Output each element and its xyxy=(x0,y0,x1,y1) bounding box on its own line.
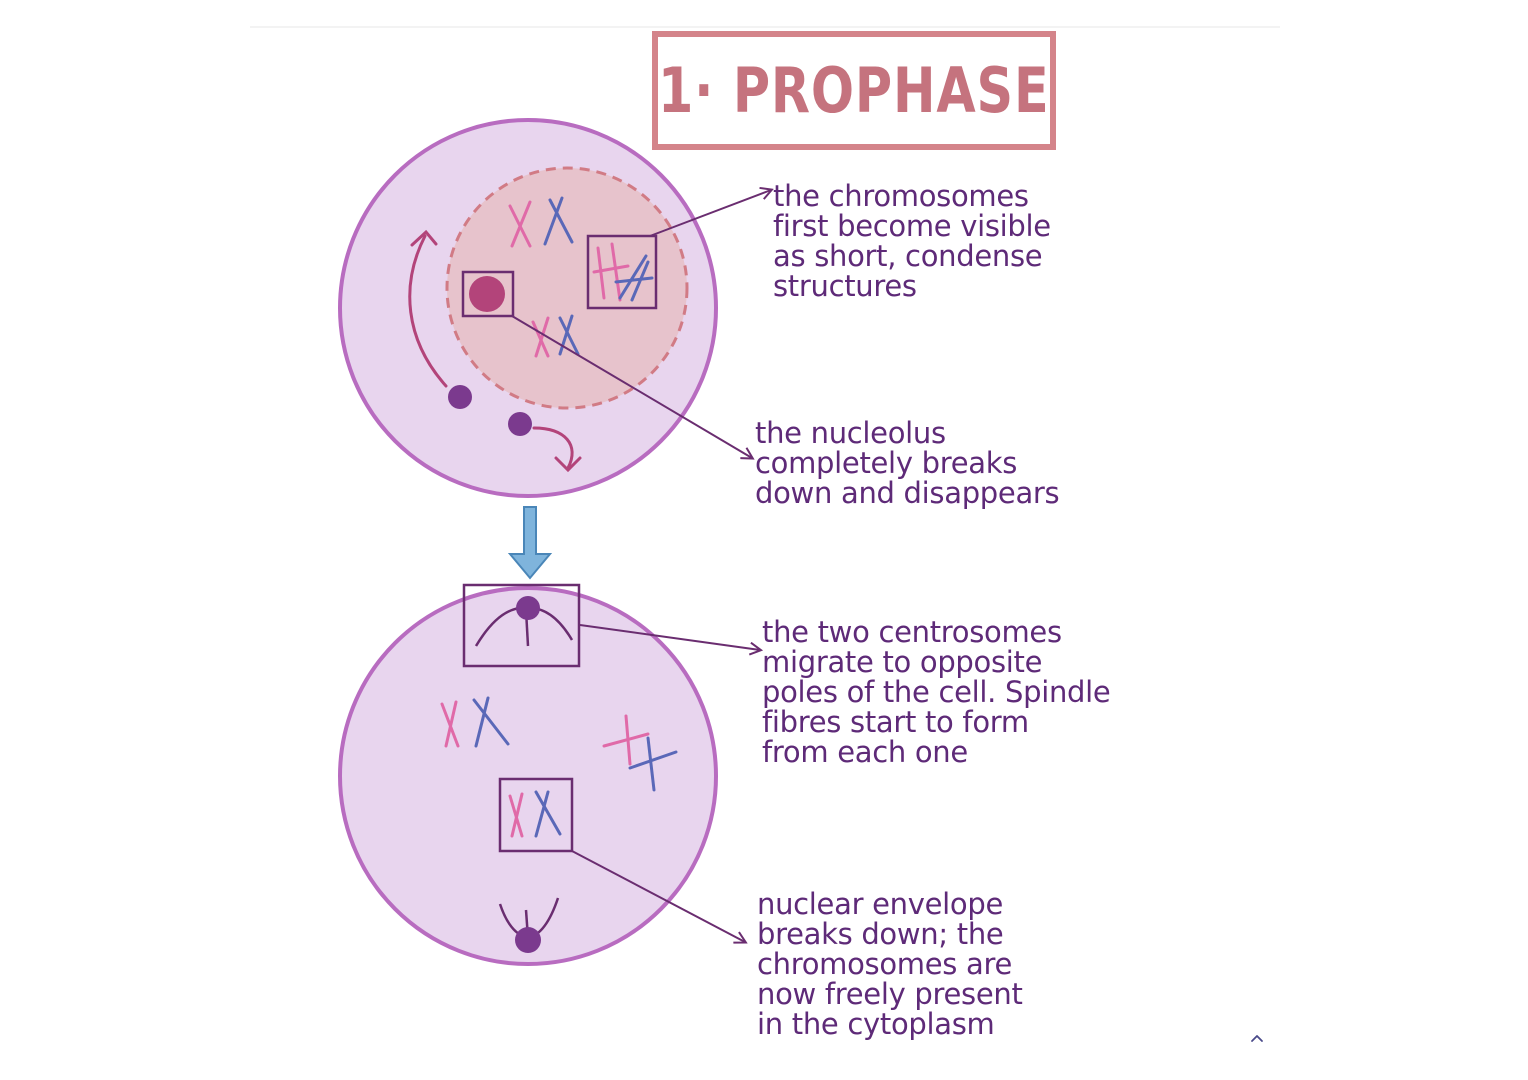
nucleus xyxy=(445,166,689,410)
chromosome-left xyxy=(440,696,510,748)
scroll-up-button[interactable] xyxy=(1244,1026,1270,1050)
pointer-chromosomes xyxy=(649,190,771,237)
title-box: 1· PROPHASE xyxy=(652,31,1056,150)
centrosome-right xyxy=(508,412,532,436)
top-cell xyxy=(338,118,718,498)
chevron-up-icon xyxy=(1251,1035,1263,1042)
boxed-chromosome-bottom xyxy=(498,777,574,853)
pointer-nuclear-envelope xyxy=(571,850,745,942)
pointer-centrosomes xyxy=(579,624,760,650)
chromosome-right xyxy=(602,714,678,792)
centrosome-bottom xyxy=(498,897,560,953)
bottom-cell xyxy=(338,583,718,966)
centrosome-box xyxy=(462,583,581,668)
nucleolus-box xyxy=(461,270,515,318)
boxed-chromosome xyxy=(586,234,658,310)
note-nuclear-envelope: nuclear envelope breaks down; the chromo… xyxy=(757,887,1023,1041)
note-nucleolus: the nucleolus completely breaks down and… xyxy=(755,416,1060,510)
migration-arrow-down xyxy=(532,426,582,473)
chromosome-top xyxy=(508,196,574,248)
page-title: 1· PROPHASE xyxy=(658,54,1050,127)
top-divider xyxy=(250,26,1280,28)
transition-arrow xyxy=(507,506,553,580)
note-centrosomes: the two centrosomes migrate to opposite … xyxy=(762,615,1111,769)
pointer-nucleolus xyxy=(511,315,752,458)
centrosome-left xyxy=(448,385,472,409)
chromosome-middle xyxy=(531,314,580,358)
migration-arrow-up xyxy=(408,229,448,388)
note-chromosomes-visible: the chromosomes first become visible as … xyxy=(773,179,1051,303)
